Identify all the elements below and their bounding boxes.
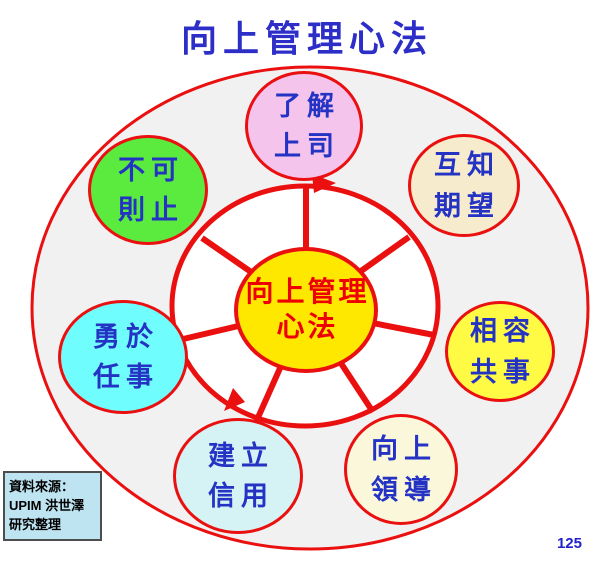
page-title: 向上管理心法: [180, 19, 433, 59]
node-label-line1: 相容: [470, 316, 536, 346]
node-label-line2: 共事: [470, 356, 536, 387]
node-build-credibility: 建立 信用: [173, 418, 303, 534]
center-label-line1: 向上管理: [245, 277, 370, 308]
flow-arrowhead-bottom-left: [224, 388, 245, 411]
node-label-line2: 則止: [118, 195, 184, 225]
node-label-line1: 勇於: [93, 321, 159, 352]
node-upward-leadership: 向上 領導: [344, 414, 458, 525]
source-box: 資料來源： UPIM 洪世澤 研究整理: [3, 471, 102, 541]
node-label-line1: 不可: [118, 154, 184, 185]
node-label-line1: 互知: [434, 150, 500, 180]
node-mutual-expectations: 互知 期望: [408, 134, 520, 237]
node-label-line2: 上司: [274, 131, 340, 161]
node-label-line1: 向上: [371, 434, 437, 464]
source-line2: UPIM 洪世澤: [9, 497, 85, 513]
node-label-line2: 信用: [208, 481, 274, 511]
node-compatible-cowork: 相容 共事: [445, 301, 555, 402]
center-node: 向上管理 心法: [234, 247, 378, 373]
node-label-line2: 期望: [434, 190, 500, 221]
node-understand-boss: 了解 上司: [245, 71, 363, 181]
node-label-line1: 建立: [208, 440, 274, 471]
node-label-line2: 任事: [93, 362, 159, 392]
node-stop-if-not-allowed: 不可 則止: [88, 135, 208, 245]
node-label-line2: 領導: [371, 474, 437, 505]
node-label-line1: 了解: [274, 90, 340, 121]
center-label-line2: 心法: [276, 312, 339, 343]
source-line1: 資料來源：: [9, 479, 75, 494]
node-courage-to-act: 勇於 任事: [58, 300, 188, 414]
page-number: 125: [556, 535, 582, 552]
source-line3: 研究整理: [9, 516, 62, 532]
